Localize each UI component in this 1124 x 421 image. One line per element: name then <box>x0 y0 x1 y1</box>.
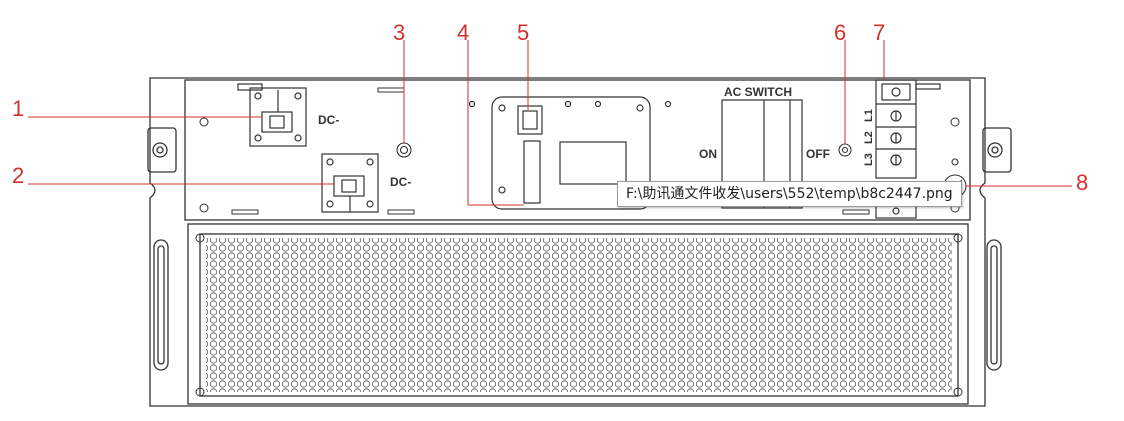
vent-grille-frame <box>187 223 969 405</box>
callout-lines <box>28 40 1072 206</box>
ac-switch-label: AC SWITCH <box>724 85 792 99</box>
file-path-tooltip: F:\助讯通文件收发\users\552\temp\b8c2447.png <box>617 181 962 207</box>
callout-4: 4 <box>457 20 469 45</box>
ac-terminal-block <box>875 79 941 219</box>
dc-label-top: DC- <box>318 113 339 127</box>
phase-label-l3: L3 <box>863 153 875 166</box>
switch-off-label: OFF <box>806 147 830 161</box>
callout-5: 5 <box>517 20 529 45</box>
callout-7: 7 <box>873 20 885 45</box>
right-mount-bracket <box>982 127 1012 173</box>
phase-label-l1: L1 <box>863 109 875 122</box>
left-mount-bracket <box>147 127 177 173</box>
callout-8: 8 <box>1076 170 1088 195</box>
dc-label-bottom: DC- <box>390 175 411 189</box>
left-handle <box>153 239 169 371</box>
upper-panel <box>184 79 971 221</box>
switch-on-label: ON <box>699 147 717 161</box>
callout-6: 6 <box>834 20 846 45</box>
callout-3: 3 <box>393 20 405 45</box>
switch-screw <box>838 143 852 157</box>
callout-1: 1 <box>12 96 24 121</box>
dc-terminal-1 <box>237 83 307 147</box>
vent-hole-pattern <box>206 238 952 392</box>
callout-2: 2 <box>12 163 24 188</box>
phase-label-l2: L2 <box>863 131 875 144</box>
chassis-outline <box>149 77 986 407</box>
right-handle <box>986 239 1002 371</box>
left-mount-screw <box>152 142 168 158</box>
ground-screw <box>396 142 412 158</box>
right-mount-screw <box>987 142 1003 158</box>
dc-terminal-2 <box>321 153 379 213</box>
